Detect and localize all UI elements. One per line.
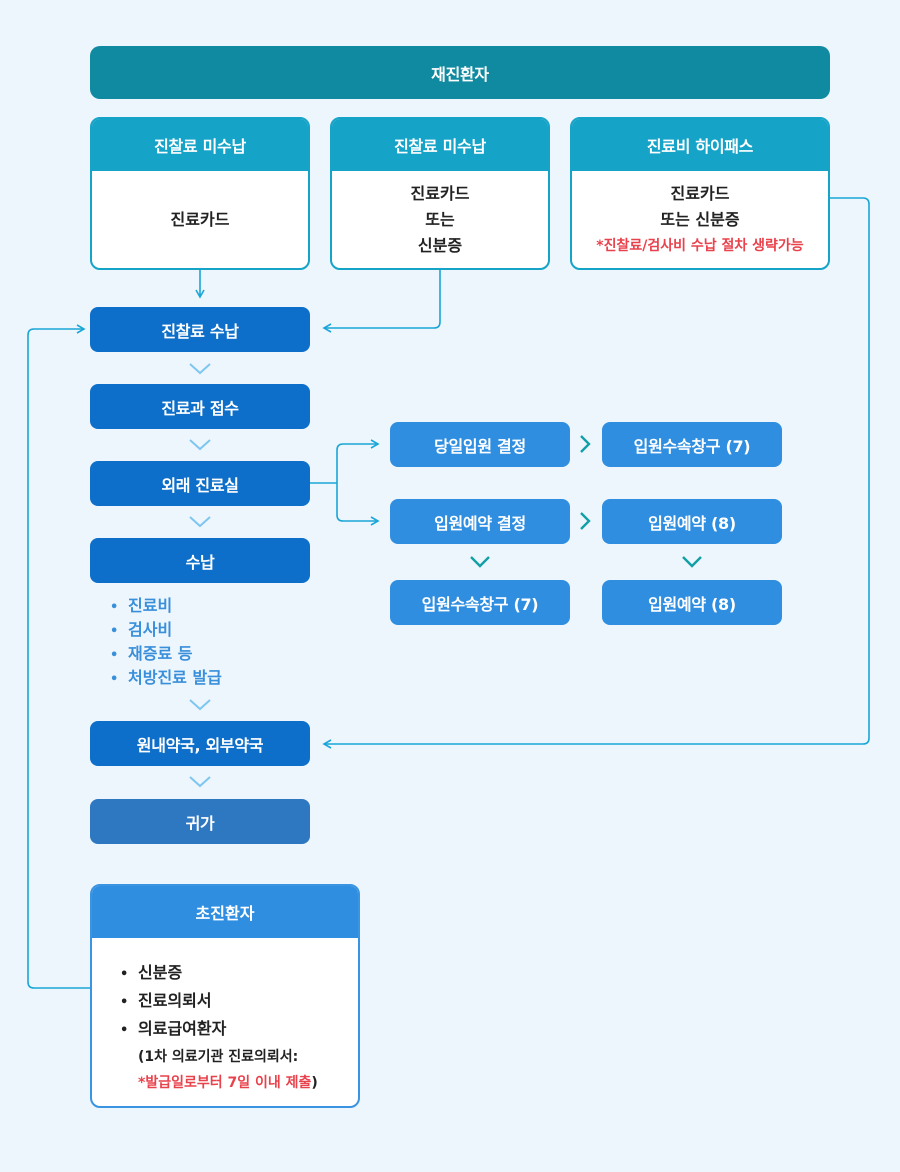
- card-line: 또는: [425, 209, 455, 229]
- first-visit-note: (1차 의료기관 진료의뢰서:: [120, 1044, 358, 1070]
- step-label: 외래 진료실: [161, 475, 239, 495]
- branch-label: 입원예약 (8): [648, 513, 736, 533]
- card-note: *진찰료/검사비 수납 절차 생략가능: [596, 237, 804, 254]
- card-hipass: 진료비 하이패스 진료카드 또는 신분증 *진찰료/검사비 수납 절차 생략가능: [570, 117, 830, 270]
- branch-reservation-decision: 입원예약 결정: [390, 499, 570, 544]
- step-label: 진료과 접수: [161, 398, 239, 418]
- chevron-down-icon: [189, 439, 211, 451]
- card-line: 진료카드: [410, 183, 470, 203]
- list-item: 진료의뢰서: [120, 988, 358, 1016]
- returning-patient-title: 재진환자: [431, 64, 489, 84]
- chevron-right-icon: [580, 435, 591, 453]
- card-unpaid-fee-2: 진찰료 미수납 진료카드 또는 신분증: [330, 117, 550, 270]
- list-item: 처방진료 발급: [110, 667, 310, 691]
- first-visit-title: 초진환자: [92, 886, 358, 938]
- branch-admission-desk-2: 입원수속창구 (7): [390, 580, 570, 625]
- first-visit-note-red: *발급일로부터 7일 이내 제출): [120, 1070, 358, 1096]
- list-item: 검사비: [110, 619, 310, 643]
- step-payment: 수납: [90, 538, 310, 583]
- chevron-down-icon: [189, 363, 211, 375]
- returning-patient-header: 재진환자: [90, 46, 830, 99]
- connector-first-visit: [27, 324, 90, 989]
- step-pharmacy: 원내약국, 외부약국: [90, 721, 310, 766]
- card-line: 진료카드: [670, 183, 730, 203]
- chevron-down-icon: [189, 516, 211, 528]
- step-label: 귀가: [185, 813, 215, 833]
- branch-admission-desk-1: 입원수속창구 (7): [602, 422, 782, 467]
- connector-card3-pharmacy: [322, 197, 870, 749]
- card-body: 진료카드: [92, 171, 308, 268]
- branch-label: 입원수속창구 (7): [633, 436, 751, 456]
- connector-to-same-day: [336, 439, 380, 483]
- list-item: 의료급여환자: [120, 1016, 358, 1044]
- card-line: 신분증: [417, 235, 463, 255]
- branch-label: 입원수속창구 (7): [421, 594, 539, 614]
- card-body: 진료카드 또는 신분증 *진찰료/검사비 수납 절차 생략가능: [572, 171, 828, 268]
- branch-reservation-1: 입원예약 (8): [602, 499, 782, 544]
- step-label: 원내약국, 외부약국: [136, 735, 264, 755]
- chevron-down-icon: [682, 556, 702, 568]
- branch-same-day-admission: 당일입원 결정: [390, 422, 570, 467]
- list-item: 진료비: [110, 595, 310, 619]
- connector-to-reservation: [336, 483, 380, 526]
- branch-reservation-2: 입원예약 (8): [602, 580, 782, 625]
- list-item: 재증료 등: [110, 643, 310, 667]
- chevron-down-icon: [189, 699, 211, 711]
- branch-label: 당일입원 결정: [434, 436, 526, 456]
- first-visit-card: 초진환자 신분증 진료의뢰서 의료급여환자 (1차 의료기관 진료의뢰서: *발…: [90, 884, 360, 1108]
- step-label: 진찰료 수납: [161, 321, 239, 341]
- step-label: 수납: [185, 552, 215, 572]
- list-item: 신분증: [120, 960, 358, 988]
- card-unpaid-fee-1: 진찰료 미수납 진료카드: [90, 117, 310, 270]
- first-visit-body: 신분증 진료의뢰서 의료급여환자 (1차 의료기관 진료의뢰서: *발급일로부터…: [92, 938, 358, 1096]
- step-reception: 진료과 접수: [90, 384, 310, 429]
- card-line: 또는 신분증: [660, 209, 740, 229]
- step-pay-exam-fee: 진찰료 수납: [90, 307, 310, 352]
- note-close: ): [311, 1075, 318, 1091]
- card-body: 진료카드 또는 신분증: [332, 171, 548, 268]
- chevron-right-icon: [580, 512, 591, 530]
- connector-card2-left: [322, 270, 441, 333]
- branch-label: 입원예약 (8): [648, 594, 736, 614]
- card-title: 진찰료 미수납: [332, 119, 548, 171]
- note-red-text: *발급일로부터 7일 이내 제출: [138, 1075, 312, 1091]
- note-text: (1차 의료기관 진료의뢰서:: [138, 1049, 299, 1065]
- payment-items-list: 진료비 검사비 재증료 등 처방진료 발급: [110, 595, 310, 691]
- chevron-down-icon: [470, 556, 490, 568]
- step-outpatient: 외래 진료실: [90, 461, 310, 506]
- card-line: 진료카드: [170, 209, 230, 229]
- card-title: 진찰료 미수납: [92, 119, 308, 171]
- card-title: 진료비 하이패스: [572, 119, 828, 171]
- step-home: 귀가: [90, 799, 310, 844]
- branch-label: 입원예약 결정: [434, 513, 526, 533]
- chevron-down-icon: [189, 776, 211, 788]
